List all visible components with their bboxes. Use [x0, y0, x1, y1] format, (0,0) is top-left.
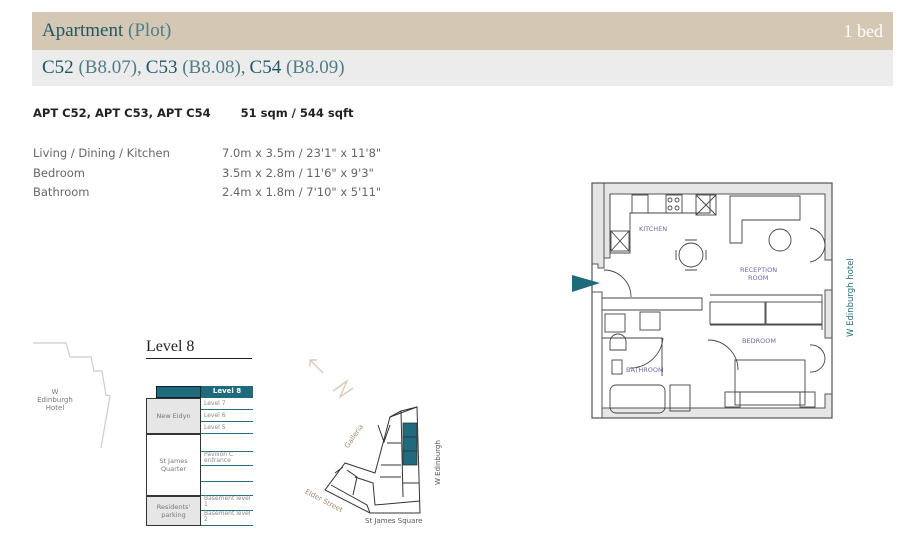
- level-title: Level 8: [146, 338, 252, 359]
- apartment-floorplan: KITCHEN RECEPTION ROOM BEDROOM BATHROOM: [572, 182, 833, 419]
- plot-list: C52 (B8.07), C53 (B8.08), C54 (B8.09): [32, 50, 893, 86]
- w-edinburgh-hotel-label: W Edinburgh hotel: [846, 258, 856, 337]
- svg-text:BATHROOM: BATHROOM: [626, 366, 664, 374]
- svg-text:ROOM: ROOM: [748, 274, 768, 282]
- svg-text:Elder Street: Elder Street: [304, 488, 345, 515]
- plot-item: C53 (B8.08),: [145, 57, 246, 78]
- apartment-ids: APT C52, APT C53, APT C54: [33, 106, 211, 120]
- svg-text:W Edinburgh: W Edinburgh: [434, 440, 442, 485]
- site-location-plan: Galleria Elder Street St James Square W …: [304, 359, 442, 525]
- plot-item: C54 (B8.09): [249, 57, 345, 78]
- plot-item: C52 (B8.07),: [42, 57, 142, 78]
- bedroom-count: 1 bed: [843, 20, 884, 41]
- svg-text:KITCHEN: KITCHEN: [639, 225, 667, 233]
- apartment-header: Apartment (Plot) 1 bed: [32, 12, 893, 50]
- svg-text:Galleria: Galleria: [343, 423, 365, 450]
- svg-text:St James Square: St James Square: [365, 517, 422, 525]
- entrance-arrow-icon: [572, 275, 600, 292]
- apartment-area: 51 sqm / 544 sqft: [240, 106, 354, 120]
- level-group: New Eidyn Level 7 Level 6 Level 5: [146, 398, 253, 434]
- svg-text:RECEPTION: RECEPTION: [740, 266, 777, 274]
- north-arrow-icon: [309, 359, 354, 399]
- level-key-table: Level 8 New Eidyn Level 7 Level 6 Level …: [146, 386, 253, 526]
- apartment-summary: APT C52, APT C53, APT C54 51 sqm / 544 s…: [33, 106, 353, 120]
- level-group: St James Quarter Pavilion C entrance: [146, 434, 253, 496]
- level-group: Residents' parking Basement level 1 Base…: [146, 496, 253, 526]
- hotel-outline-map: [33, 342, 111, 449]
- apartment-type-title: Apartment (Plot): [42, 20, 172, 41]
- svg-text:BEDROOM: BEDROOM: [742, 337, 776, 345]
